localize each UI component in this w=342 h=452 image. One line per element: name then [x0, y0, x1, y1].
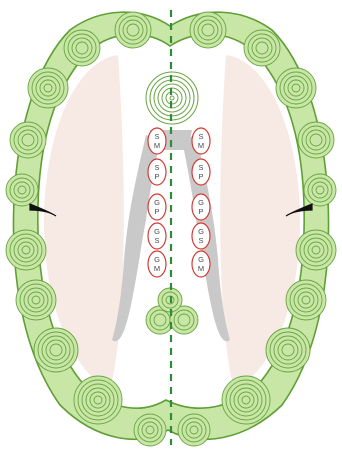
- label-line1: G: [198, 227, 204, 236]
- ring: [304, 174, 336, 206]
- ring: [190, 12, 226, 48]
- ring-group: [28, 68, 68, 108]
- label-line2: S: [198, 236, 203, 245]
- ring: [276, 68, 316, 108]
- label-right-SP: SP: [192, 159, 210, 185]
- ring: [134, 414, 166, 446]
- ring: [115, 12, 151, 48]
- label-line1: S: [154, 132, 159, 141]
- ring: [64, 30, 100, 66]
- label-left-SP: SP: [148, 159, 166, 185]
- label-line2: S: [154, 236, 159, 245]
- ring-group: [286, 280, 326, 320]
- ring: [298, 122, 334, 158]
- ring: [10, 122, 46, 158]
- ring-group: [276, 68, 316, 108]
- label-line1: S: [154, 163, 159, 172]
- label-left-GP: GP: [148, 194, 166, 220]
- label-line2: P: [154, 172, 159, 181]
- ring: [244, 30, 280, 66]
- label-line1: G: [154, 227, 160, 236]
- ring: [222, 376, 270, 424]
- label-line2: M: [154, 264, 160, 273]
- label-right-SM: SM: [192, 128, 210, 154]
- ring: [16, 280, 56, 320]
- label-line1: S: [198, 132, 203, 141]
- ring-group: [74, 376, 122, 424]
- label-line1: G: [154, 255, 160, 264]
- ring-group: [10, 122, 46, 158]
- ring: [266, 328, 310, 372]
- ring: [34, 328, 78, 372]
- label-line2: P: [198, 207, 203, 216]
- ring-group: [298, 122, 334, 158]
- ring-group: [6, 174, 38, 206]
- label-line2: M: [154, 141, 160, 150]
- ring-group: [244, 30, 280, 66]
- ring: [74, 376, 122, 424]
- ring-group: [178, 414, 210, 446]
- ring: [28, 68, 68, 108]
- ring-group: [115, 12, 151, 48]
- label-left-SM: SM: [148, 128, 166, 154]
- label-line1: G: [198, 255, 204, 264]
- ring-group: [134, 414, 166, 446]
- ring: [6, 230, 46, 270]
- label-left-GM: GM: [148, 251, 166, 277]
- ring: [178, 414, 210, 446]
- label-line1: G: [198, 198, 204, 207]
- label-line1: G: [154, 198, 160, 207]
- region-labels: SMSMSPSPGPGPGSGSGMGM: [148, 128, 210, 277]
- label-line2: M: [198, 141, 204, 150]
- ring-group: [296, 230, 336, 270]
- label-line2: M: [198, 264, 204, 273]
- ring-group: [16, 280, 56, 320]
- ring-group: [266, 328, 310, 372]
- label-line1: S: [198, 163, 203, 172]
- ring-group: [190, 12, 226, 48]
- ring-group: [6, 230, 46, 270]
- ring-group: [34, 328, 78, 372]
- ring-group: [222, 376, 270, 424]
- label-line2: P: [198, 172, 203, 181]
- ring: [286, 280, 326, 320]
- ring: [296, 230, 336, 270]
- ring: [6, 174, 38, 206]
- ring-group: [64, 30, 100, 66]
- label-left-GS: GS: [148, 223, 166, 249]
- label-right-GM: GM: [192, 251, 210, 277]
- label-line2: P: [154, 207, 159, 216]
- label-right-GP: GP: [192, 194, 210, 220]
- label-right-GS: GS: [192, 223, 210, 249]
- ring-group: [304, 174, 336, 206]
